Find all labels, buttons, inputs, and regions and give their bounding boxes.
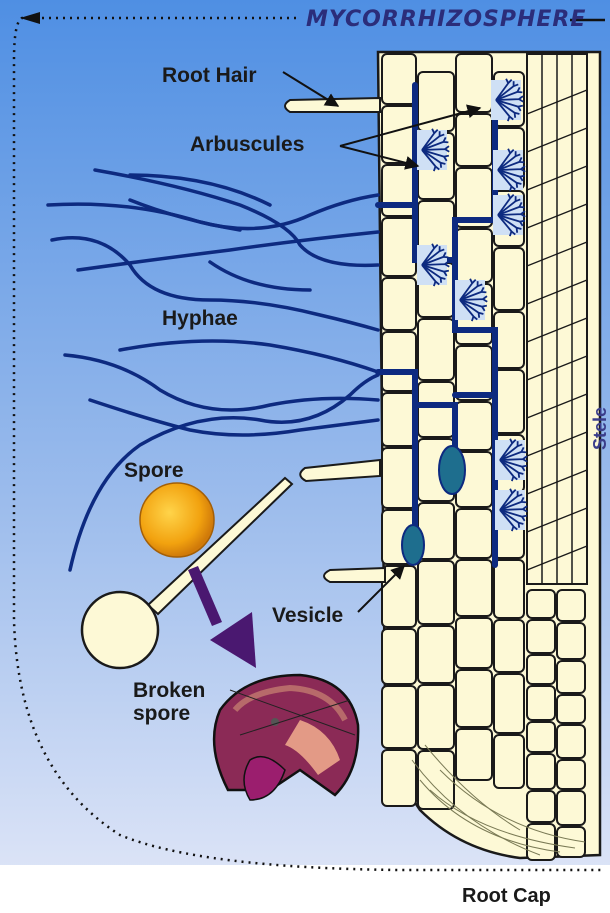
label-broken-spore-line2: spore [133,702,190,725]
root-cap-cell [527,655,555,684]
root-cell [456,560,492,616]
root-cell [382,566,416,627]
root-cell [456,729,492,780]
root-cell [382,218,416,276]
root-cell [456,114,492,166]
root-cell [494,620,524,672]
label-root-cap: Root Cap [462,885,551,907]
root-cap-cell [557,695,585,723]
root-cell [494,312,524,368]
root-cell [456,346,492,400]
stele-region [527,54,587,584]
arbuscule [495,489,527,531]
root-cell [494,674,524,733]
root-cell [382,750,416,806]
root-cell [418,561,454,624]
root-cap-cell [527,791,555,822]
label-broken-spore-line1: Broken [133,679,205,702]
root-hair-lower [324,568,385,582]
root-cap-cell [557,590,585,621]
root-cell [494,248,524,310]
label-vesicle: Vesicle [272,604,343,627]
root-cap-cell [527,620,555,653]
vesicle-upper [439,446,465,494]
root-cap-cell [527,686,555,720]
root-cell [382,278,416,330]
root-cap-cell [527,722,555,752]
root-cap-cell [557,661,585,693]
root-cell [382,106,416,163]
root-cell [418,626,454,683]
root-cell [456,229,492,282]
label-spore: Spore [124,459,184,482]
root-cap-cell [557,760,585,789]
root-cell [382,629,416,684]
root-cap-cell [557,827,585,857]
root-cell [494,560,524,618]
germinated-spore [82,592,158,668]
root-cell [456,509,492,558]
root-cell [382,686,416,748]
root-cell [418,382,454,437]
root-cell [456,402,492,450]
root-cap-cell [527,754,555,789]
diagram-title: MYCORRHIZOSPHERE [306,7,586,32]
arbuscule [493,194,525,236]
root-cap-cell [557,725,585,758]
root-cell [418,72,454,131]
root-cell [382,448,416,508]
spore [140,483,214,557]
label-stele: Stele [590,407,610,450]
root-cap-cell [527,590,555,618]
label-arbuscules: Arbuscules [190,133,304,156]
root-cell [418,685,454,749]
root [378,52,600,860]
arbuscule [417,244,449,286]
arbuscule [495,439,527,481]
root-cell [418,319,454,380]
root-cell [382,332,416,391]
root-cap-cell [557,623,585,659]
root-cell [382,393,416,446]
root-cell [456,54,492,112]
root-cell [382,54,416,104]
root-cell [456,618,492,668]
root-cell [456,670,492,727]
label-root-hair: Root Hair [162,64,257,87]
root-cell [494,735,524,788]
root-cell [382,165,416,216]
vesicle-lower [402,525,424,565]
arbuscule [493,149,525,191]
label-hyphae: Hyphae [162,307,238,330]
arbuscule [491,79,523,121]
arbuscule [417,129,449,171]
root-cap-cell [557,791,585,825]
root-hair-top [285,98,380,112]
root-cell [494,370,524,433]
arbuscule [455,279,487,321]
